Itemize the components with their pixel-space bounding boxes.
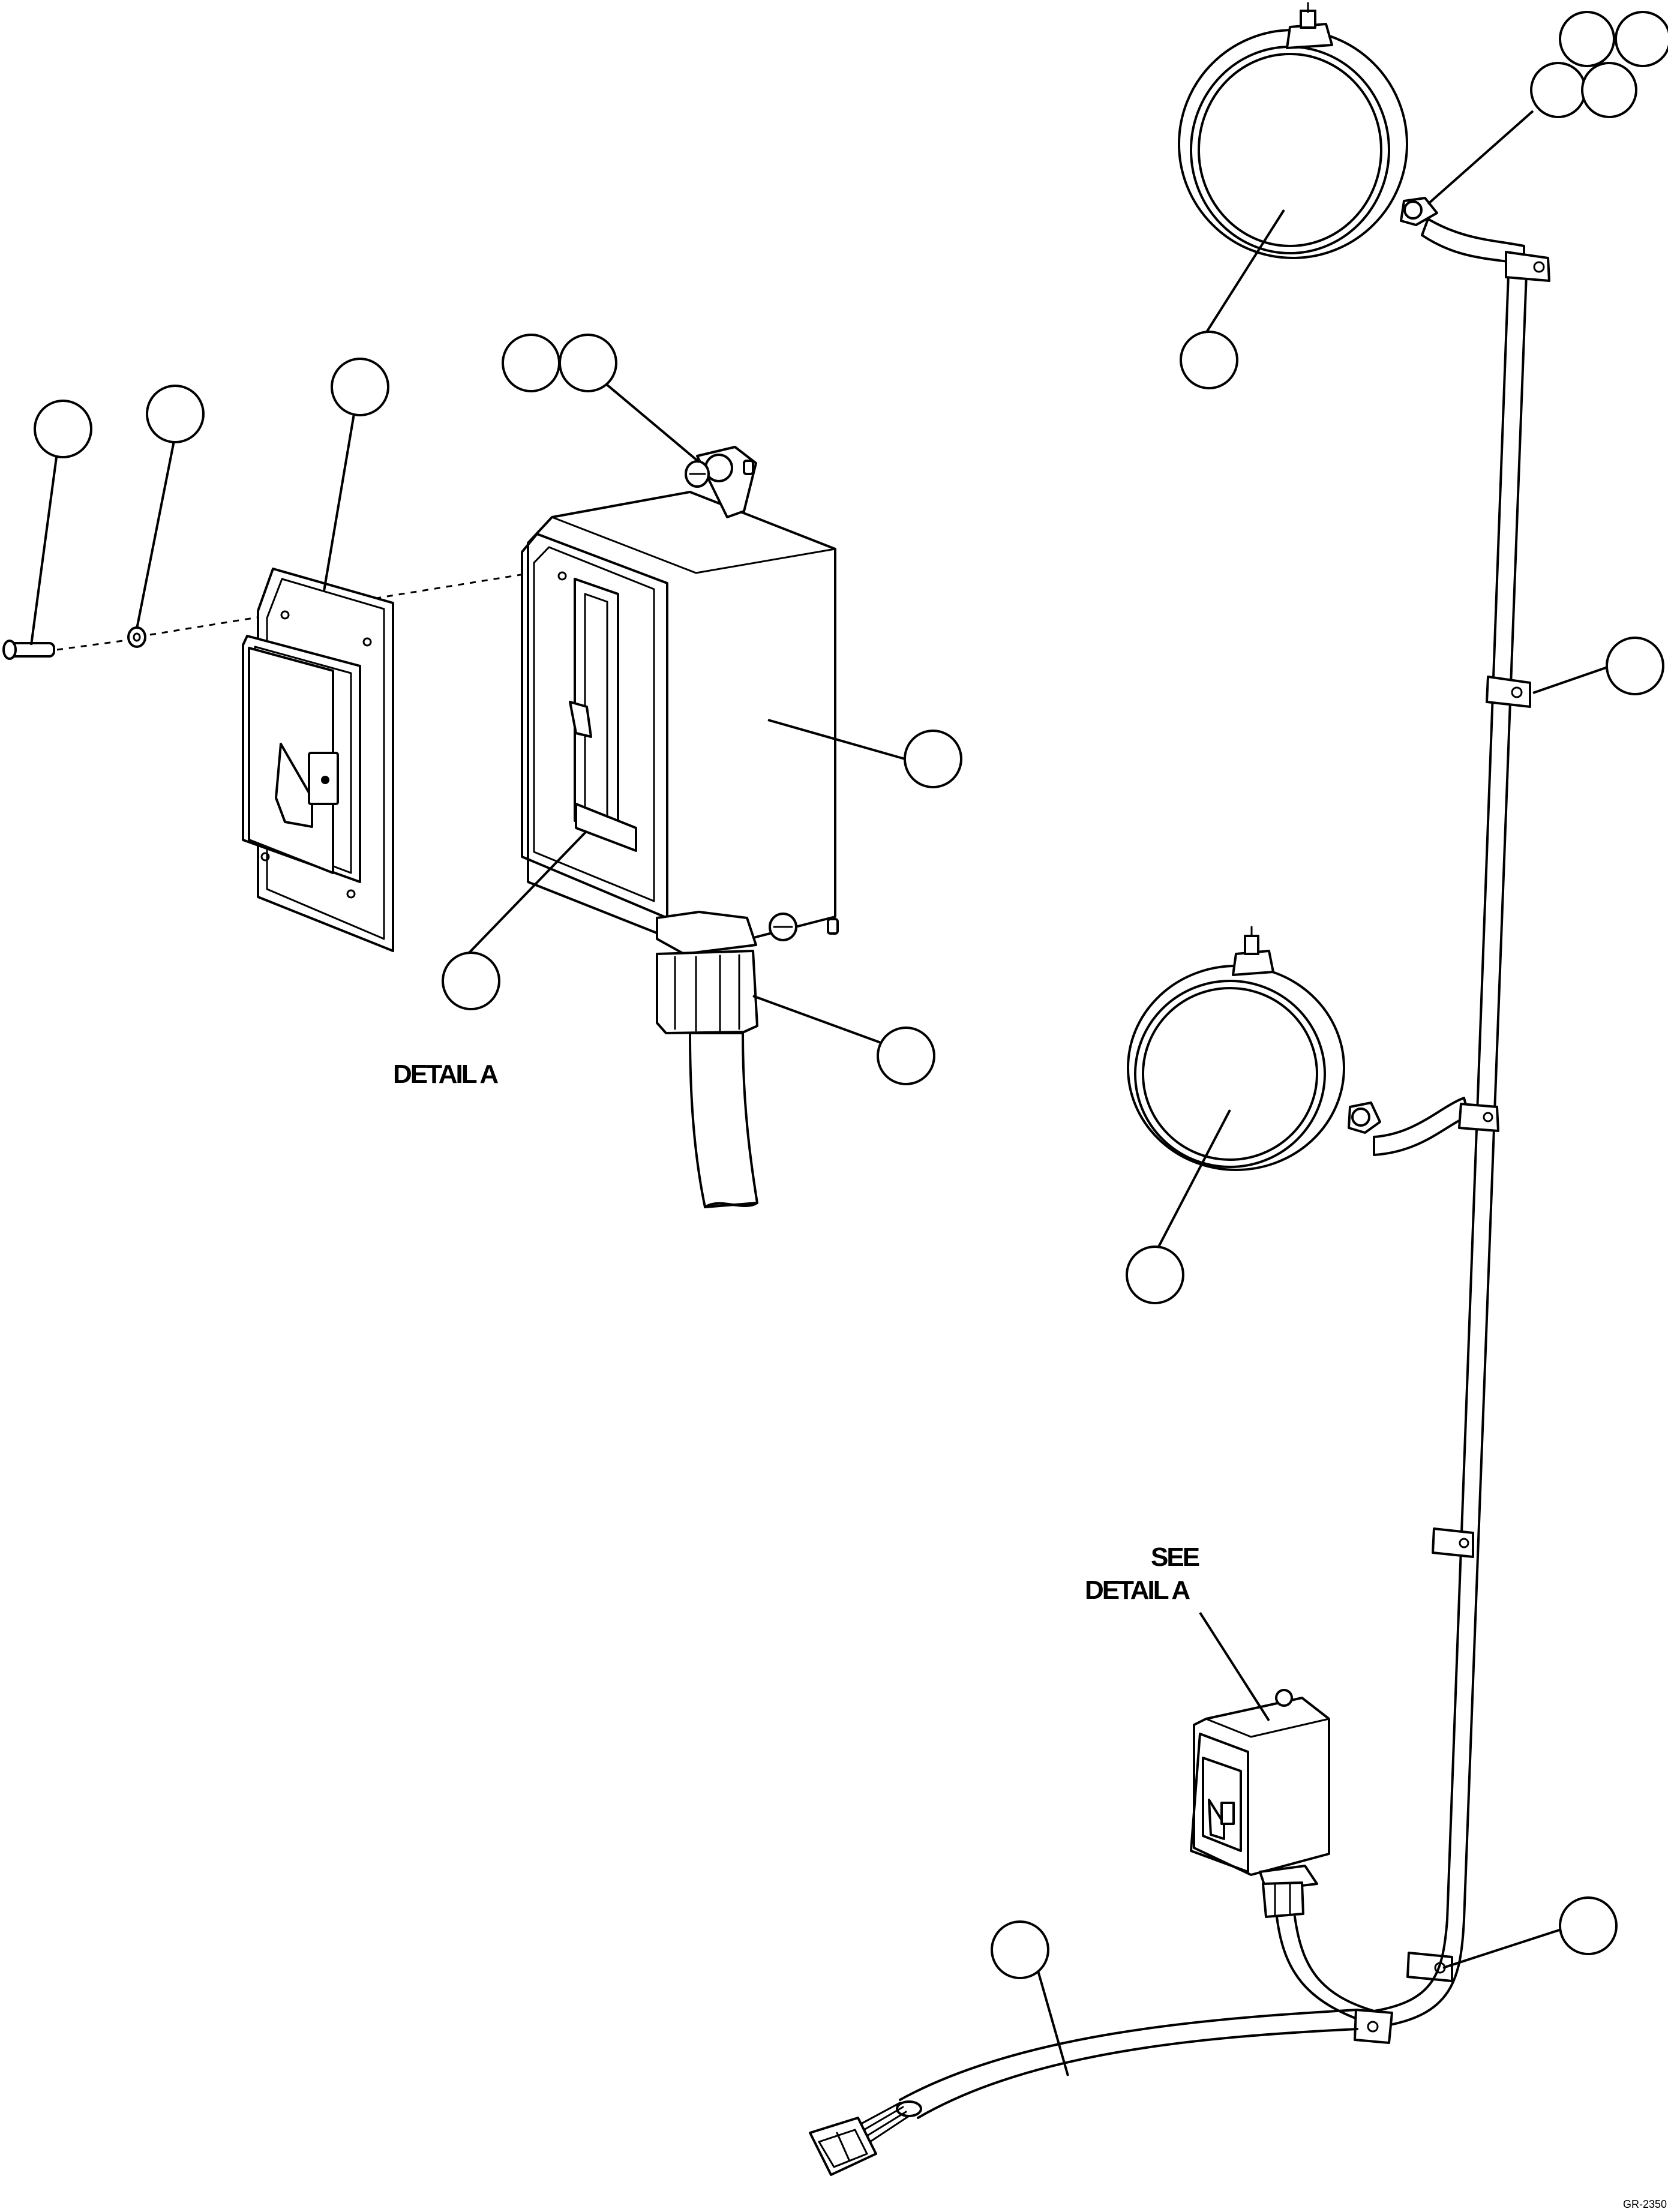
- callout-screw: [34, 400, 92, 458]
- harness-connector-plug: [809, 2117, 877, 2176]
- callout-upper-lamp-fastener-4: [1581, 62, 1637, 118]
- see-label: SEE: [1151, 1542, 1199, 1572]
- clip-mid: [1486, 676, 1531, 708]
- callout-switch-lever: [442, 952, 500, 1010]
- callout-switch-housing: [904, 730, 962, 788]
- drawing-number: GR-2350: [1623, 2198, 1667, 2210]
- harness-pigtail-wires: [860, 2102, 910, 2143]
- callout-housing-fastener-1: [502, 334, 560, 392]
- cable-stub: [689, 1032, 758, 1208]
- callout-upper-lamp-fastener-1: [1559, 11, 1615, 67]
- callout-upper-lamp-fastener-2: [1615, 11, 1668, 67]
- switch-lead-inner: [1294, 1916, 1375, 2012]
- callout-lower-lamp: [1126, 1245, 1184, 1304]
- lamp-lower: [1127, 926, 1470, 1171]
- callout-housing-fastener-2: [559, 334, 617, 392]
- harness-junction: [1354, 1919, 1465, 2044]
- washer: [127, 626, 146, 648]
- switch-faceplate: [242, 568, 394, 952]
- lamp-upper: [1178, 2, 1525, 265]
- callout-washer: [146, 385, 205, 443]
- harness-main-lead: [896, 2009, 1358, 2119]
- callout-upper-lamp-fastener-3: [1530, 62, 1586, 118]
- clip-lower-lamp: [1458, 1103, 1499, 1132]
- callout-lower-clip: [1559, 1896, 1618, 1955]
- harness-trunk: [1446, 257, 1528, 1921]
- callout-switch: [331, 358, 389, 416]
- callout-upper-lamp: [1180, 331, 1238, 389]
- see-detail-a-label: DETAIL A: [1085, 1575, 1190, 1605]
- see-detail-leader: [1199, 1611, 1270, 1722]
- callout-upper-clip: [1606, 637, 1664, 695]
- strain-relief-connector: [656, 950, 758, 1034]
- switch-housing: [521, 446, 839, 955]
- assembly-line-1: [56, 640, 124, 651]
- callout-strain-relief: [877, 1027, 935, 1085]
- clip-upper: [1505, 251, 1550, 282]
- clip-lower-mid: [1432, 1527, 1474, 1558]
- detail-a-label: DETAIL A: [393, 1060, 498, 1089]
- switch-assembly-small: [1190, 1689, 1330, 1918]
- switch-lead-outer: [1276, 1916, 1375, 2026]
- screw: [2, 640, 55, 660]
- callout-harness: [991, 1920, 1049, 1979]
